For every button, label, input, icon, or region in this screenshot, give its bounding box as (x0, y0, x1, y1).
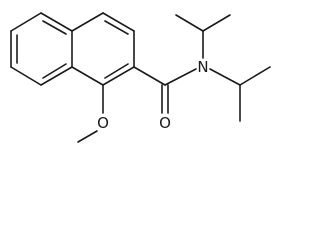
bond (77, 130, 98, 143)
bond (10, 12, 42, 32)
bond (40, 12, 73, 32)
isopropyl-group-lower (209, 66, 271, 122)
naphthalene-right-ring (71, 12, 135, 86)
bond (239, 66, 271, 86)
bond (102, 66, 135, 86)
atom-label-oxygen-methoxy: O (97, 114, 109, 132)
double-bond-inner (104, 63, 129, 79)
bond (175, 14, 204, 32)
double-bond-inner (42, 20, 67, 35)
atom-label-oxygen-carbonyl: O (159, 114, 171, 132)
amide-group: O N (133, 58, 209, 132)
naphthalene-left-ring (10, 12, 73, 86)
bond (71, 12, 104, 32)
double-bond-inner (104, 20, 129, 35)
methoxy-group: O (77, 84, 109, 143)
isopropyl-group-upper (175, 14, 231, 59)
bond (202, 14, 231, 32)
bond (209, 68, 241, 86)
bond (164, 68, 197, 86)
structure-diagram: O O N (10, 12, 271, 143)
bond (102, 12, 135, 32)
double-bond-inner (42, 63, 67, 79)
bond (71, 66, 104, 86)
bond (133, 66, 166, 86)
bond (10, 66, 42, 86)
atom-label-nitrogen: N (197, 58, 208, 76)
chemical-structure-canvas: O O N (10, 12, 271, 143)
bond (40, 66, 73, 86)
